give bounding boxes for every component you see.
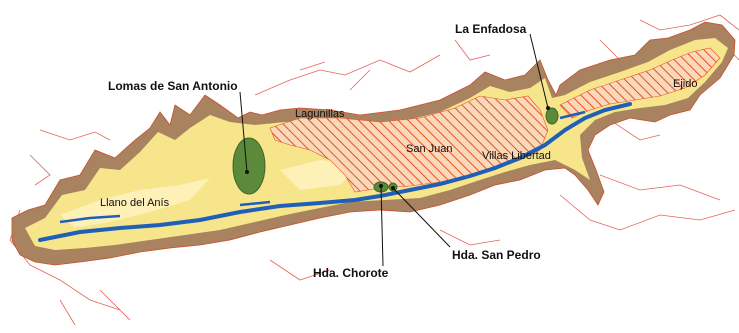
label-hda-chorote: Hda. Chorote (313, 266, 389, 280)
label-villas-libertad: Villas Libertad (482, 150, 551, 162)
label-ejido: Ejido (673, 78, 697, 90)
label-hda-san-pedro: Hda. San Pedro (452, 248, 541, 262)
label-llano-del-anis: Llano del Anís (100, 197, 170, 209)
label-lagunillas: Lagunillas (295, 108, 345, 120)
green-area-lomas (232, 137, 266, 195)
label-lomas-san-antonio: Lomas de San Antonio (108, 79, 238, 93)
label-la-enfadosa: La Enfadosa (455, 22, 527, 36)
river-detail (59, 110, 586, 224)
green-area-enfadosa (545, 107, 559, 125)
urban-hatched-zones (269, 47, 721, 193)
label-san-juan: San Juan (406, 143, 452, 155)
river (38, 102, 632, 242)
leader-lines (239, 33, 550, 267)
